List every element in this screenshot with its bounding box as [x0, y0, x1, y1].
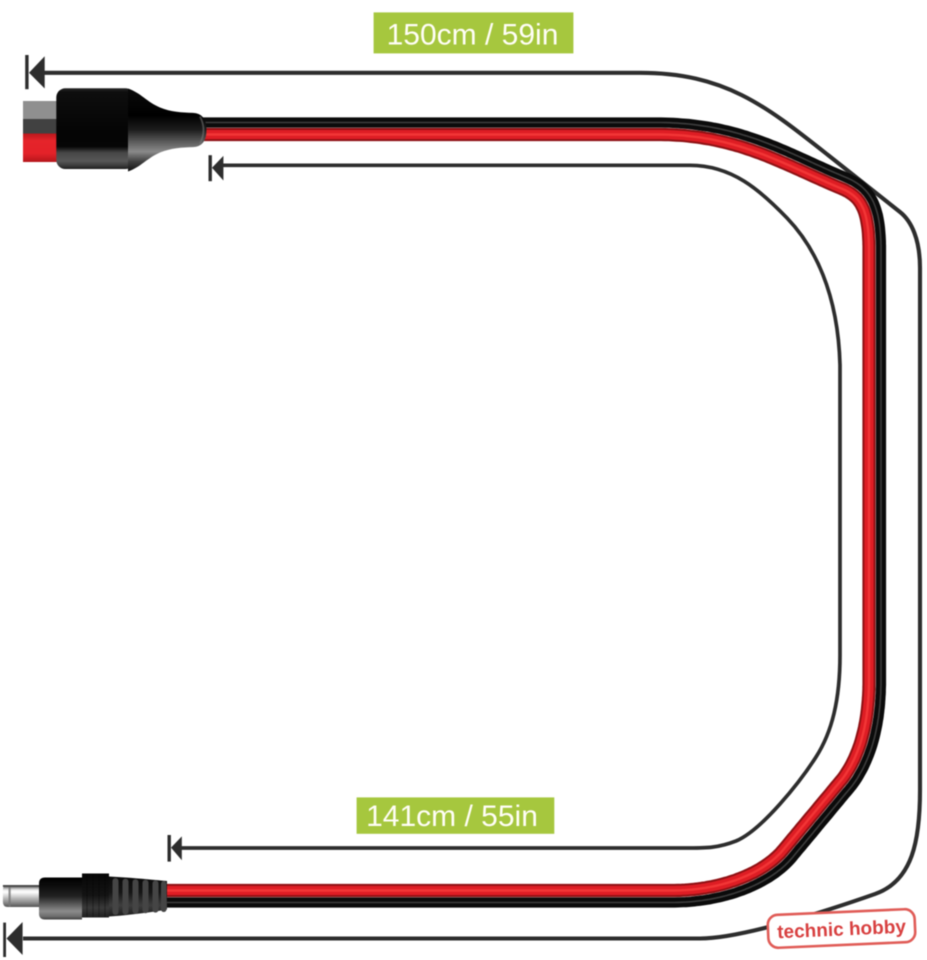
svg-text:150cm / 59in: 150cm / 59in	[387, 19, 559, 52]
svg-text:141cm / 55in: 141cm / 55in	[366, 800, 538, 833]
